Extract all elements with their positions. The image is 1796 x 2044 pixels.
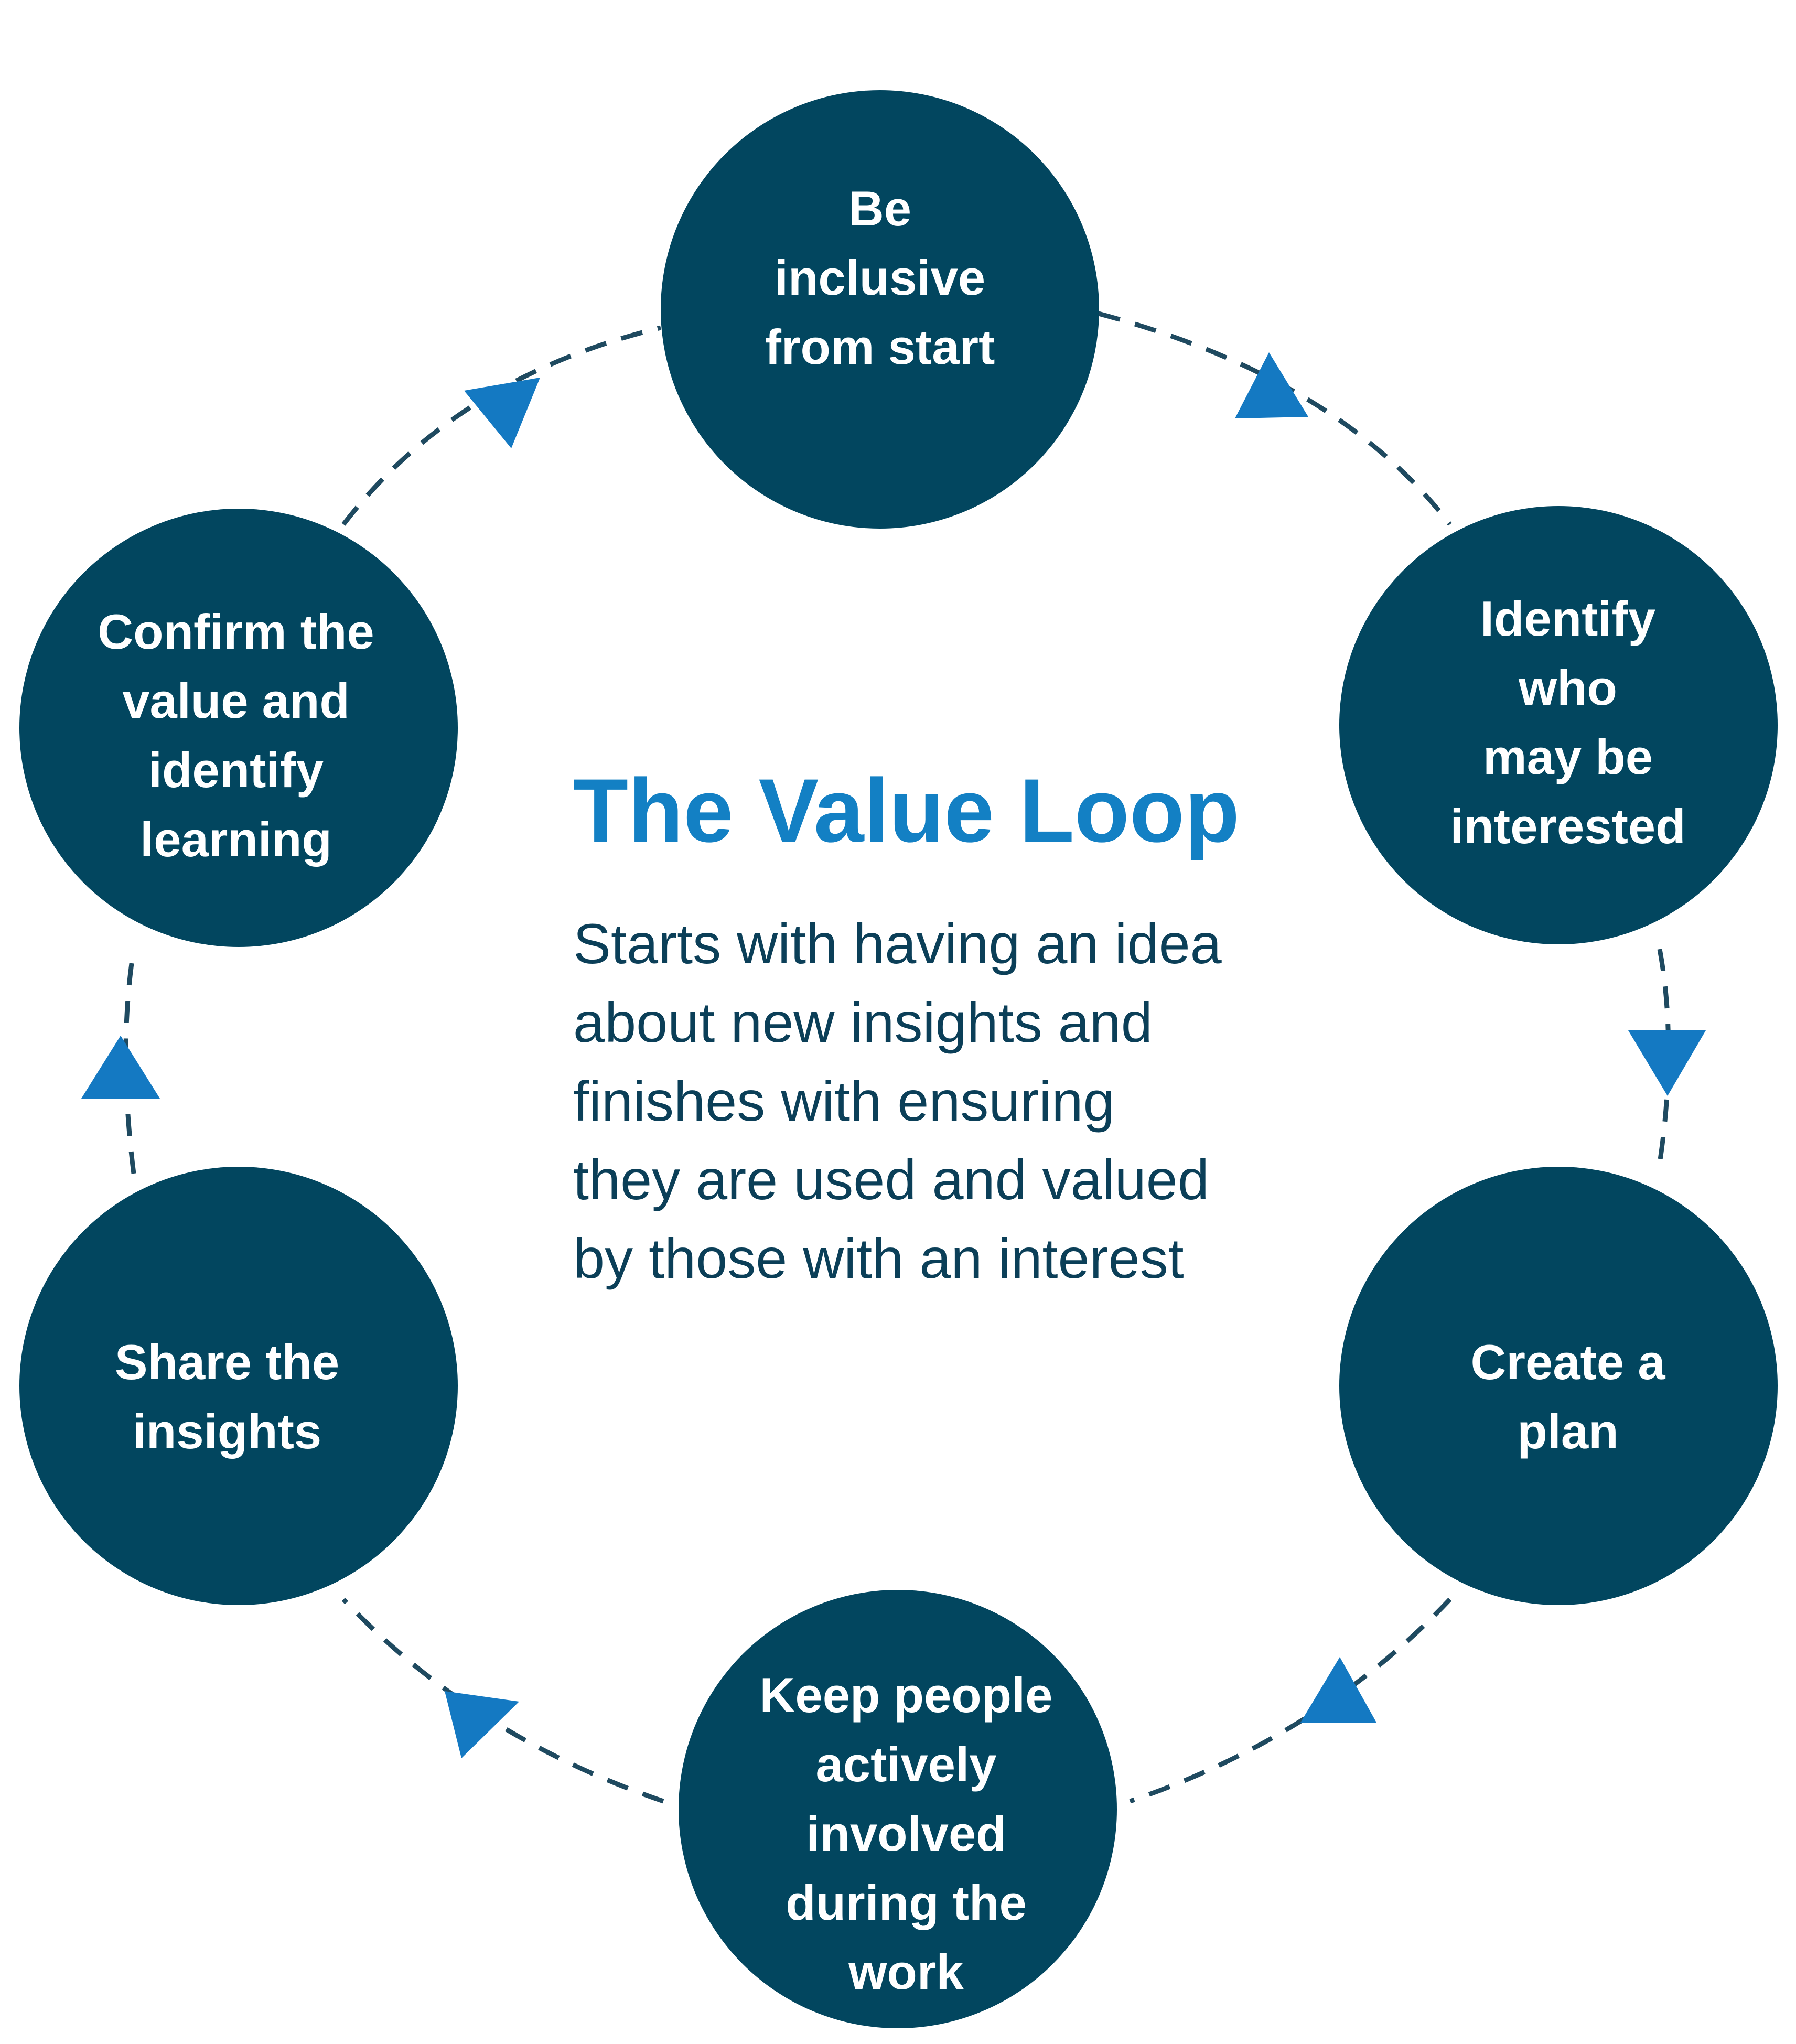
- step-label-line: value and: [122, 673, 350, 728]
- step-label-line: during the: [786, 1875, 1027, 1930]
- step-label-line: involved: [806, 1806, 1006, 1861]
- step-label-line: Confirm the: [98, 604, 374, 659]
- step-label-line: Identify: [1480, 591, 1655, 646]
- step-label-line: actively: [816, 1737, 997, 1792]
- description-line: Starts with having an idea: [573, 912, 1222, 975]
- connectors: [123, 311, 1671, 1804]
- step-label-line: identify: [148, 743, 324, 798]
- step-label-line: Be: [848, 181, 911, 236]
- connector-6-1: [341, 325, 662, 526]
- connector-3-4: [1129, 1597, 1452, 1804]
- arrow-5-6-icon: [81, 1036, 160, 1099]
- step-label-line: Create a: [1471, 1335, 1666, 1390]
- arrow-2-3-icon: [1628, 1030, 1706, 1096]
- arrow-6-1-icon: [464, 378, 540, 448]
- description-line: about new insights and: [573, 991, 1153, 1054]
- step-identify-who: Identify who may be interested: [1339, 506, 1778, 944]
- step-label-line: Share the: [115, 1335, 339, 1390]
- arrow-4-5-icon: [445, 1691, 519, 1758]
- diagram-title: The Value Loop: [573, 760, 1240, 861]
- step-label-line: work: [848, 1944, 964, 1999]
- step-label-line: plan: [1517, 1404, 1618, 1459]
- connector-2-3: [1655, 949, 1671, 1174]
- description-line: they are used and valued: [573, 1148, 1209, 1211]
- step-be-inclusive: Be inclusive from start: [661, 90, 1099, 529]
- step-label-line: from start: [765, 319, 995, 374]
- step-confirm-value: Confirm the value and identify learning: [19, 509, 458, 947]
- arrows: [81, 352, 1706, 1758]
- step-label-line: Keep people: [760, 1668, 1053, 1723]
- step-label-line: who: [1518, 660, 1617, 715]
- arrow-3-4-icon: [1300, 1657, 1376, 1723]
- step-label-line: interested: [1450, 799, 1685, 854]
- description-line: by those with an interest: [573, 1227, 1184, 1290]
- connector-1-2: [1098, 311, 1452, 526]
- diagram-description: Starts with having an idea about new insi…: [573, 912, 1222, 1290]
- step-circles: Be inclusive from start Identify who may be i…: [19, 90, 1778, 2028]
- step-create-plan: Create a plan: [1339, 1167, 1778, 1605]
- step-keep-people-involved: Keep people actively involved during the wor…: [679, 1590, 1117, 2028]
- arrow-1-2-icon: [1235, 352, 1308, 418]
- description-line: finishes with ensuring: [573, 1069, 1115, 1133]
- step-label-line: may be: [1483, 729, 1653, 784]
- step-share-insights: Share the insights: [19, 1167, 458, 1605]
- step-label-line: learning: [140, 812, 332, 867]
- step-label-line: insights: [133, 1404, 321, 1459]
- step-label-line: inclusive: [775, 250, 985, 305]
